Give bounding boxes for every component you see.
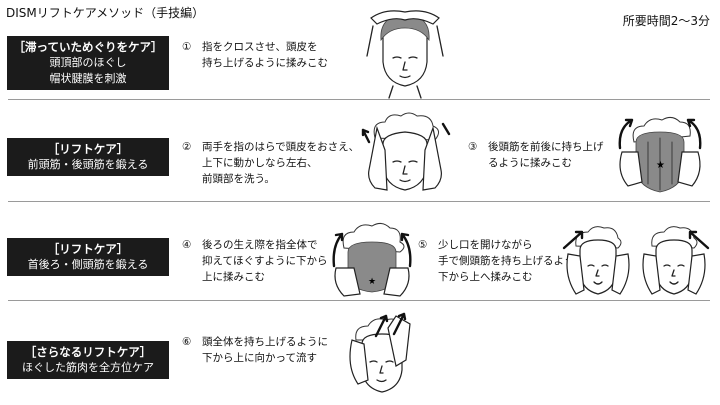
step-text: 抑えてほぐすように下から [202, 255, 328, 267]
section-label-line: ほぐした筋肉を全方位ケア [22, 361, 154, 374]
section-label-line: 首後ろ・側頭筋を鍛える [27, 258, 149, 271]
step-text: 両手を指のはらで頭皮をおさえ、 [202, 141, 360, 153]
step-text: 持ち上げるように揉みこむ [202, 57, 328, 69]
step-3: ③ 後頭筋を前後に持ち上げ るように揉みこむ [468, 139, 604, 171]
section-divider [8, 99, 710, 100]
illustration-step-5a [562, 226, 630, 295]
section-label-3: ［リフトケア］ 首後ろ・側頭筋を鍛える [7, 238, 169, 276]
section-label-4: ［さらなるリフトケア］ ほぐした筋肉を全方位ケア [7, 341, 169, 379]
page-title: DISMリフトケアメソッド（手技編） [6, 6, 205, 20]
section-label-line: 頭頂部のほぐし [49, 56, 127, 69]
section-label-1: ［滞っていためぐりをケア］ 頭頂部のほぐし 帽状腱膜を刺激 [7, 36, 169, 90]
step-5: ⑤ 少し口を開けながら 手で側頭筋を持ち上げるように 下から上へ揉みこむ [418, 237, 585, 285]
step-number: ① [182, 41, 192, 53]
illustration-step-4: ★ [332, 222, 412, 297]
section-label-2: ［リフトケア］ 前頭筋・後頭筋を鍛える [7, 138, 169, 176]
section-label-title: ［リフトケア］ [47, 142, 129, 156]
step-text: 後ろの生え際を指全体で [202, 239, 318, 251]
step-text: 頭全体を持ち上げるように [202, 336, 328, 348]
step-number: ③ [468, 141, 478, 153]
step-text: 指をクロスさせ、頭皮を [202, 41, 318, 53]
section-label-line: 帽状腱膜を刺激 [49, 72, 127, 85]
step-2: ② 両手を指のはらで頭皮をおさえ、 上下に動かしなら左右、 前頭部を洗う。 [182, 139, 359, 187]
svg-text:★: ★ [368, 277, 376, 287]
step-text: 下から上へ揉みこむ [438, 271, 533, 283]
step-text: 後頭筋を前後に持ち上げ [488, 141, 604, 153]
step-text: るように揉みこむ [488, 157, 572, 169]
section-divider [8, 300, 710, 301]
section-label-title: ［さらなるリフトケア］ [24, 345, 152, 359]
step-number: ⑥ [182, 336, 192, 348]
illustration-step-2 [361, 112, 451, 191]
svg-text:★: ★ [656, 160, 665, 171]
step-text: 手で側頭筋を持ち上げるように [438, 255, 585, 267]
step-text: 上下に動かしなら左右、 [202, 157, 318, 169]
step-number: ② [182, 141, 192, 153]
step-text: 少し口を開けながら [438, 239, 533, 251]
step-number: ④ [182, 239, 192, 251]
section-label-title: ［滞っていためぐりをケア］ [13, 40, 163, 54]
step-text: 上に揉みこむ [202, 271, 265, 283]
step-number: ⑤ [418, 239, 428, 251]
illustration-step-6 [349, 312, 411, 393]
step-4: ④ 後ろの生え際を指全体で 抑えてほぐすように下から 上に揉みこむ [182, 237, 327, 285]
step-text: 前頭部を洗う。 [202, 173, 275, 185]
section-label-title: ［リフトケア］ [47, 242, 129, 256]
step-1: ① 指をクロスさせ、頭皮を 持ち上げるように揉みこむ [182, 39, 328, 71]
section-divider [8, 201, 710, 202]
section-label-line: 前頭筋・後頭筋を鍛える [27, 158, 149, 171]
illustration-step-3: ★ [618, 116, 702, 193]
step-text: 下から上に向かって流す [202, 352, 317, 364]
duration-label: 所要時間2〜3分 [622, 14, 710, 28]
step-6: ⑥ 頭全体を持ち上げるように 下から上に向かって流す [182, 334, 328, 366]
illustration-step-1 [366, 10, 444, 99]
illustration-step-5b [642, 226, 710, 295]
